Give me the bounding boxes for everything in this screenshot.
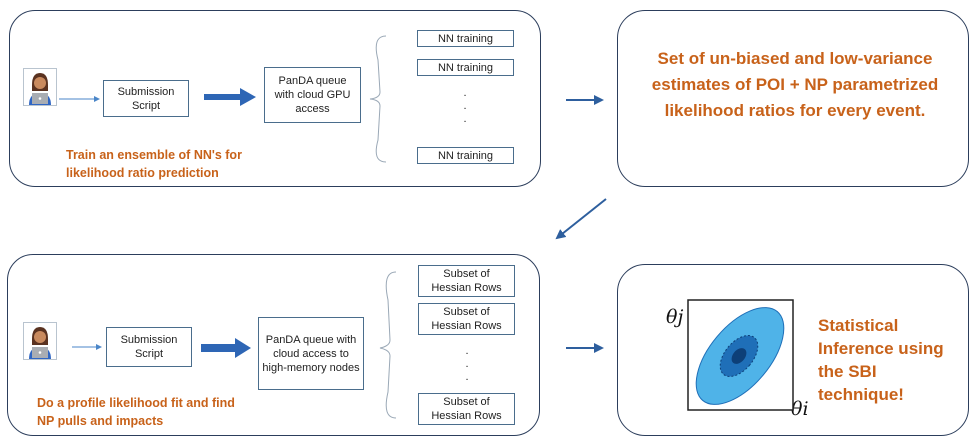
submission-script-box: Submission Script bbox=[103, 80, 189, 117]
panda-queue-box: PanDA queue with cloud GPU access bbox=[264, 67, 361, 123]
training-caption: Train an ensemble of NN's for likelihood… bbox=[66, 148, 242, 180]
job-box: NN training bbox=[417, 59, 514, 76]
hessian-subset-box: Subset of Hessian Rows bbox=[418, 303, 515, 335]
hessian-subset-label: Subset of Hessian Rows bbox=[431, 396, 502, 422]
jobs-bracket bbox=[369, 35, 387, 163]
sbi-result-text: Statistical Inference using the SBI tech… bbox=[818, 316, 944, 404]
ellipsis-dots: . . . bbox=[463, 87, 467, 125]
script-to-queue-arrow bbox=[204, 88, 256, 106]
theta-j-label: θj bbox=[666, 306, 684, 328]
job-label: NN training bbox=[437, 61, 494, 74]
hessian-subset-label: Subset of Hessian Rows bbox=[431, 306, 502, 332]
hessian-bracket bbox=[379, 271, 397, 419]
likelihood-ratio-result-text: Set of un-biased and low-variance estima… bbox=[651, 49, 939, 120]
job-box: NN training bbox=[417, 30, 514, 47]
likelihood-ratio-result-panel bbox=[617, 10, 969, 187]
result-to-profile-arrow bbox=[555, 198, 607, 240]
theta-i-label: θi bbox=[791, 398, 809, 420]
panda-queue-box: PanDA queue with cloud access to high-me… bbox=[258, 317, 364, 390]
submission-script-label: Submission Script bbox=[120, 334, 178, 360]
user-avatar-icon bbox=[23, 68, 57, 106]
panda-queue-label: PanDA queue with cloud GPU access bbox=[274, 75, 351, 115]
hessian-subset-box: Subset of Hessian Rows bbox=[418, 265, 515, 297]
script-to-queue-arrow bbox=[201, 338, 251, 358]
submission-script-box: Submission Script bbox=[106, 327, 192, 367]
ellipsis-dots: . . . bbox=[465, 345, 469, 383]
profile-fit-caption: Do a profile likelihood fit and find NP … bbox=[37, 396, 235, 428]
hessian-subset-label: Subset of Hessian Rows bbox=[431, 268, 502, 294]
user-avatar-icon bbox=[23, 322, 57, 360]
job-box: NN training bbox=[417, 147, 514, 164]
hessian-subset-box: Subset of Hessian Rows bbox=[418, 393, 515, 425]
job-label: NN training bbox=[437, 149, 494, 162]
contour-core-ellipse bbox=[731, 348, 747, 364]
submission-script-label: Submission Script bbox=[117, 85, 175, 112]
job-label: NN training bbox=[437, 32, 494, 45]
panda-queue-label: PanDA queue with cloud access to high-me… bbox=[262, 333, 360, 374]
